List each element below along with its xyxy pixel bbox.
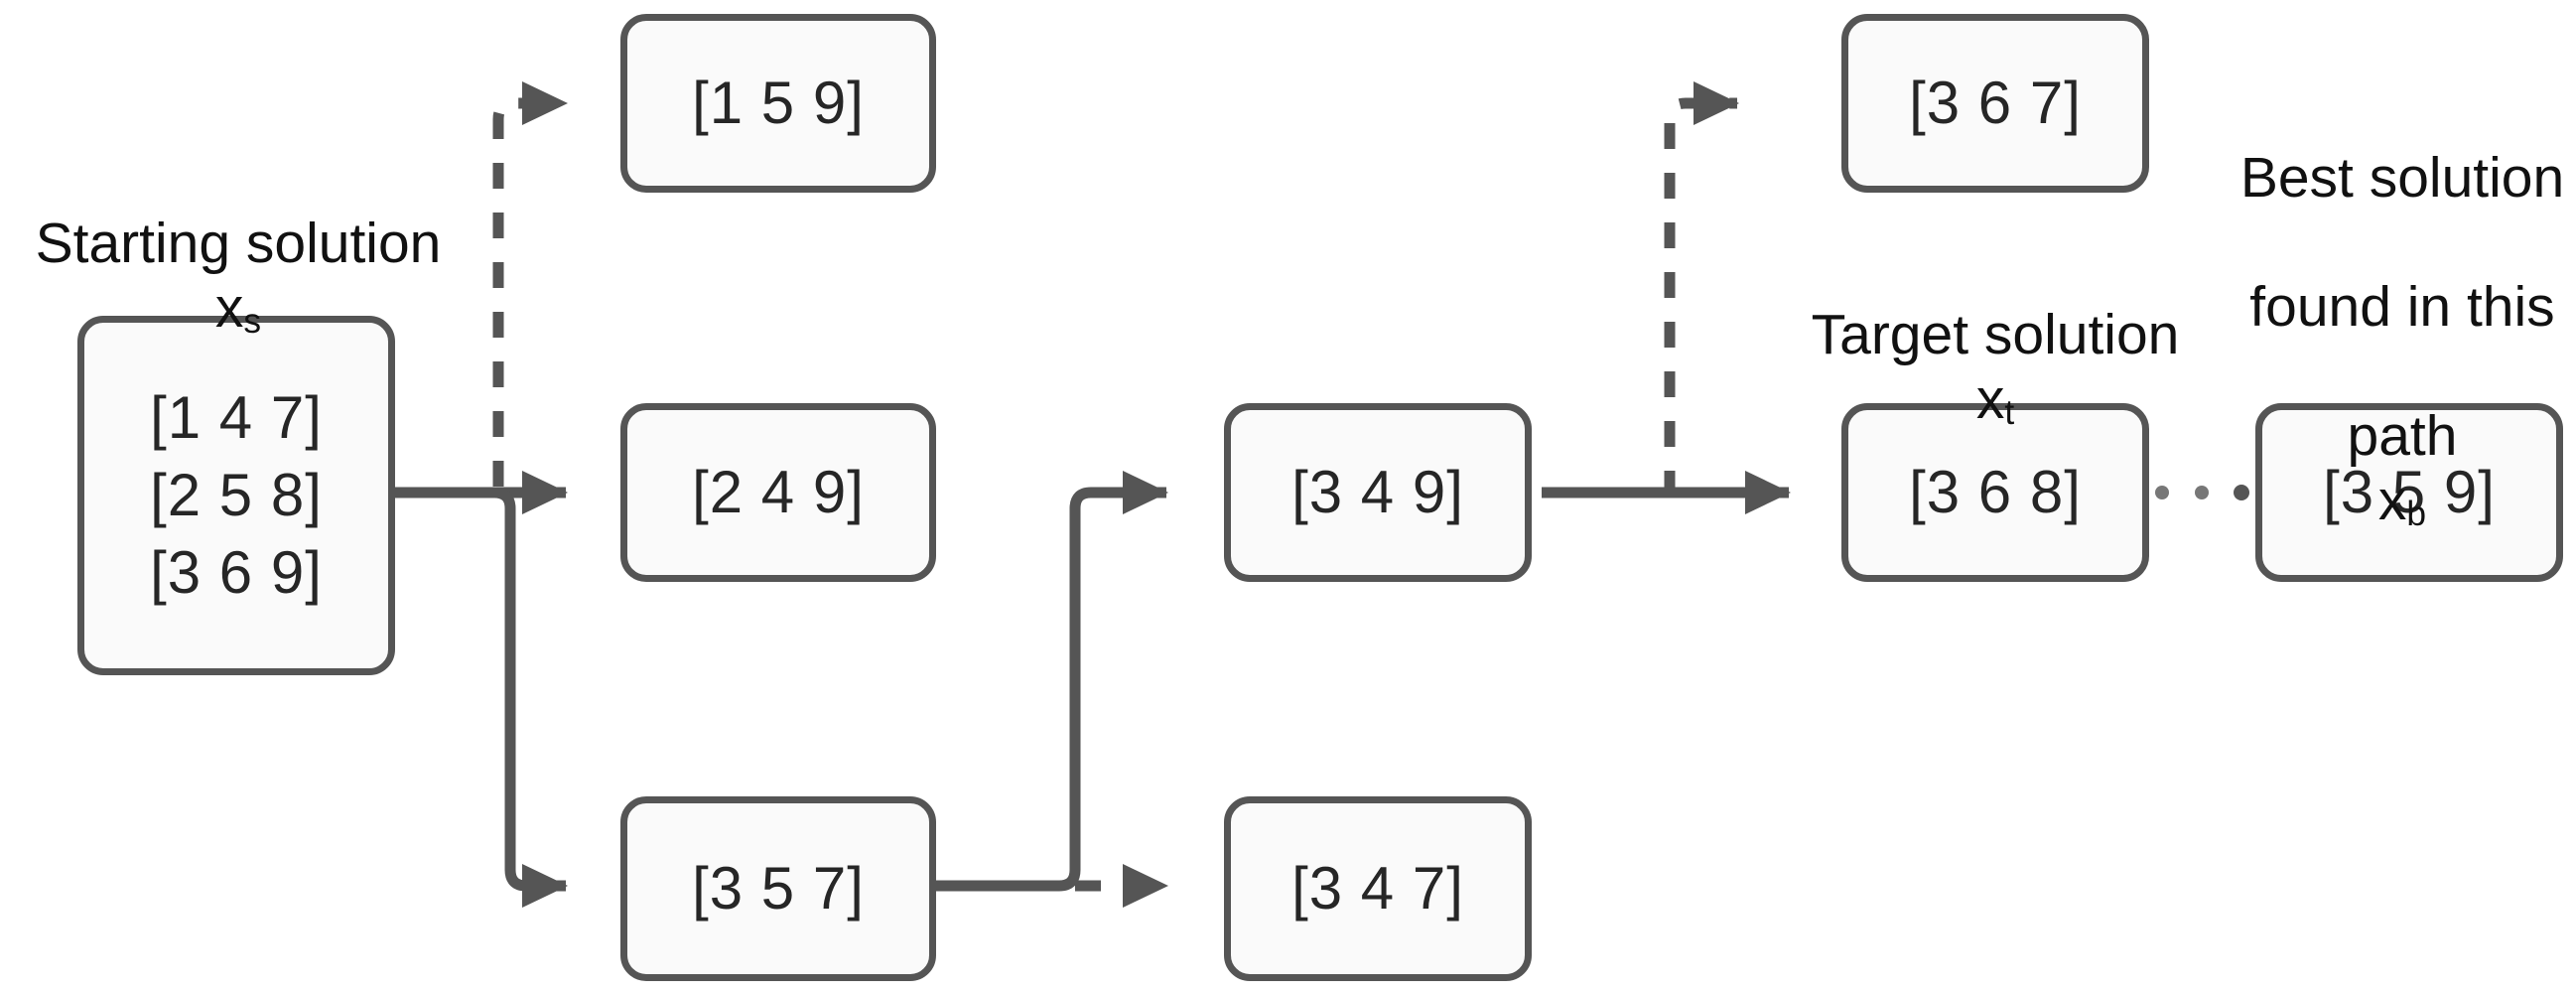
caption-best-line-3: path [2347,403,2458,468]
node-start-solution[interactable]: [1 4 7] [2 5 8] [3 6 9] [77,316,395,675]
node-candidate-347[interactable]: [3 4 7] [1224,796,1532,981]
caption-best-line-2: found in this [2249,274,2555,339]
caption-starting-symbol: xs [214,275,262,342]
node-target-368[interactable]: [3 6 8] [1841,403,2149,582]
node-candidate-367[interactable]: [3 6 7] [1841,14,2149,193]
caption-starting-text: Starting solution [35,211,442,275]
caption-best-line-1: Best solution [2239,145,2565,210]
node-359-row-0: [3 5 9] [2323,459,2496,525]
node-368-row-0: [3 6 8] [1909,459,2082,525]
node-candidate-349[interactable]: [3 4 9] [1224,403,1532,582]
caption-target-solution: Target solution xt [1777,238,2214,497]
caption-best-solution: Best solution found in this path xb [2224,81,2576,598]
node-best-359[interactable]: [3 5 9] [2255,403,2563,582]
node-start-row-1: [2 5 8] [150,462,323,528]
caption-starting-solution: Starting solution xs [10,147,467,405]
edge-start-to-357 [493,487,568,908]
node-349-row-0: [3 4 9] [1291,459,1464,525]
node-candidate-249[interactable]: [2 4 9] [620,403,936,582]
edge-357-to-349 [936,471,1168,892]
edge-349-to-367 [1664,81,1739,497]
node-start-row-2: [3 6 9] [150,539,323,606]
node-367-row-0: [3 6 7] [1909,70,2082,136]
node-start-row-0: [1 4 7] [150,384,323,451]
node-357-row-0: [3 5 7] [692,855,865,922]
node-candidate-159[interactable]: [1 5 9] [620,14,936,193]
node-candidate-357[interactable]: [3 5 7] [620,796,936,981]
node-159-row-0: [1 5 9] [692,70,865,136]
caption-target-symbol: xt [1975,366,2015,433]
node-249-row-0: [2 4 9] [692,459,865,525]
caption-target-text: Target solution [1811,302,2180,366]
edge-start-to-159 [492,81,568,487]
node-347-row-0: [3 4 7] [1291,855,1464,922]
caption-best-symbol: xb [2377,468,2427,534]
